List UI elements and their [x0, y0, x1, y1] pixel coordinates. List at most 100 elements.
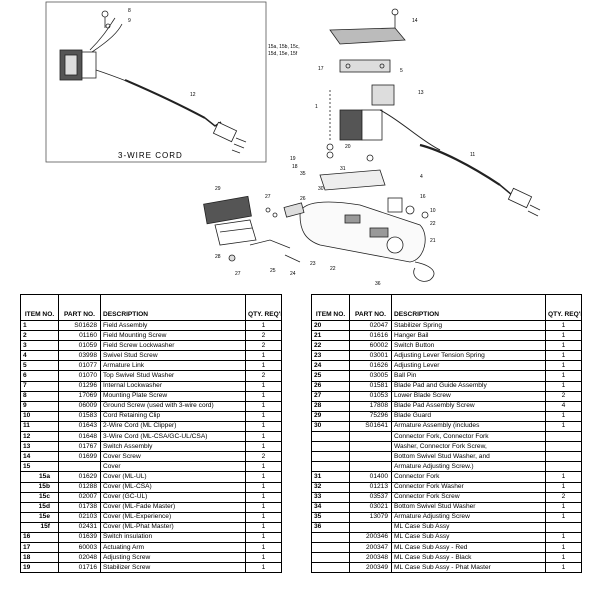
item-number-cell — [311, 461, 350, 473]
item-number-cell: 15d — [20, 501, 59, 513]
header-item-no: ITEM NO. — [311, 294, 350, 321]
quantity-cell: 2 — [245, 451, 282, 463]
svg-text:28: 28 — [215, 254, 221, 260]
svg-text:23: 23 — [310, 261, 316, 267]
header-part-no: PART NO. — [349, 294, 392, 321]
description-cell: Internal Lockwasher — [100, 380, 246, 392]
description-cell: Cover (ML-CSA) — [100, 481, 246, 493]
part-number-cell: 01583 — [58, 410, 101, 422]
table-row: Armature Adjusting Screw.) — [311, 461, 582, 473]
quantity-cell — [545, 451, 582, 463]
description-cell: Switch Button — [391, 340, 546, 352]
quantity-cell: 1 — [245, 400, 282, 412]
table-header-row: ITEM NO. PART NO. DESCRIPTION QTY. REQ'D — [311, 294, 582, 321]
quantity-cell: 1 — [545, 340, 582, 352]
svg-text:10: 10 — [430, 208, 436, 214]
part-number-cell: 200347 — [349, 542, 392, 554]
part-number-cell — [349, 521, 392, 533]
svg-text:25: 25 — [270, 268, 276, 274]
svg-text:16: 16 — [420, 194, 426, 200]
part-number-cell: 01643 — [58, 420, 101, 433]
part-number-cell: 01767 — [58, 441, 101, 453]
part-number-cell: 02048 — [58, 552, 101, 564]
quantity-cell: 1 — [245, 481, 282, 493]
quantity-cell: 1 — [545, 542, 582, 554]
table-row: Connector Fork, Connector Fork — [311, 431, 582, 443]
item-number-cell — [311, 562, 350, 574]
svg-text:4: 4 — [420, 174, 423, 180]
quantity-cell: 1 — [545, 552, 582, 564]
item-number-cell: 34 — [311, 501, 350, 513]
part-number-cell: 03005 — [349, 370, 392, 382]
description-cell: Swivel Stud Screw — [100, 350, 246, 362]
item-number-cell: 29 — [311, 410, 350, 422]
svg-text:5: 5 — [400, 68, 403, 74]
table-header-row: ITEM NO. PART NO. DESCRIPTION QTY. REQ'D — [20, 294, 282, 321]
svg-text:21: 21 — [430, 238, 436, 244]
quantity-cell: 1 — [545, 360, 582, 372]
quantity-cell: 1 — [545, 562, 582, 574]
part-number-cell: 01077 — [58, 360, 101, 372]
item-number-cell — [311, 441, 350, 453]
item-number-cell: 19 — [20, 562, 59, 574]
svg-text:12: 12 — [190, 92, 196, 98]
quantity-cell: 1 — [245, 562, 282, 574]
item-number-cell: 9 — [20, 400, 59, 412]
table-row: Washer, Connector Fork Screw, — [311, 441, 582, 453]
description-cell: Cover (ML-Fade Master) — [100, 501, 246, 513]
part-number-cell: 01288 — [58, 481, 101, 493]
item-number-cell: 2 — [20, 330, 59, 342]
description-cell: Connector Fork Washer — [391, 481, 546, 493]
quantity-cell: 1 — [545, 370, 582, 382]
cord-inset-drawing — [59, 10, 247, 154]
item-number-cell: 5 — [20, 360, 59, 372]
description-cell: Cover — [100, 461, 246, 473]
quantity-cell: 1 — [545, 471, 582, 483]
svg-text:31: 31 — [340, 166, 346, 172]
part-number-cell: 200346 — [349, 531, 392, 544]
svg-text:36: 36 — [375, 281, 381, 287]
header-part-no: PART NO. — [58, 294, 101, 321]
quantity-cell: 2 — [545, 491, 582, 503]
quantity-cell: 2 — [545, 390, 582, 402]
part-number-cell: 02047 — [349, 319, 392, 332]
svg-text:35: 35 — [300, 171, 306, 177]
part-number-cell: 17069 — [58, 390, 101, 402]
description-cell: Cover Screw — [100, 451, 246, 463]
description-cell: ML Case Sub Assy - Red — [391, 542, 546, 554]
item-number-cell: 15f — [20, 521, 59, 533]
part-number-cell: 01160 — [58, 330, 101, 342]
description-cell: Armature Link — [100, 360, 246, 372]
svg-text:15d, 15e, 15f: 15d, 15e, 15f — [268, 51, 298, 57]
description-cell: Cover (ML-Phat Master) — [100, 521, 246, 533]
item-number-cell: 4 — [20, 350, 59, 362]
svg-text:13: 13 — [418, 90, 424, 96]
description-cell: Washer, Connector Fork Screw, — [391, 441, 546, 453]
svg-text:19: 19 — [290, 156, 296, 162]
quantity-cell: 1 — [245, 471, 282, 483]
item-number-cell — [311, 552, 350, 564]
description-cell: ML Case Sub Assy — [391, 531, 546, 544]
quantity-cell: 1 — [545, 531, 582, 544]
part-number-cell: 01626 — [349, 360, 392, 372]
part-number-cell: 03537 — [349, 491, 392, 503]
svg-text:29: 29 — [215, 186, 221, 192]
callout-labels: 14 15a, 15b, 15c, 15d, 15e, 15f 17 5 13 … — [215, 18, 475, 287]
part-number-cell: 02431 — [58, 521, 101, 533]
item-number-cell: 15e — [20, 511, 59, 523]
quantity-cell: 1 — [245, 380, 282, 392]
